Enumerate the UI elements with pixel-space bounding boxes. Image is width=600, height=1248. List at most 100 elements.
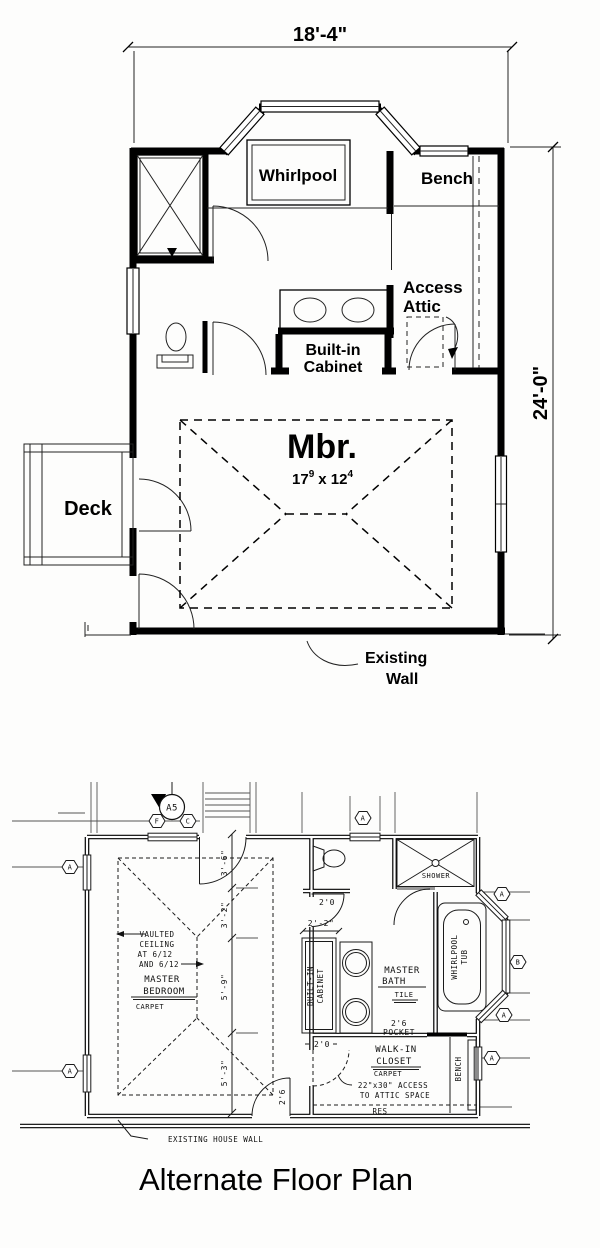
windows <box>82 832 511 1093</box>
attic-note-leader <box>337 1074 353 1086</box>
dim-5-9: 5'-9" <box>220 974 229 1001</box>
walk-in-closet-label-1: WALK-IN <box>375 1045 416 1055</box>
doors <box>138 205 456 630</box>
shower-stall <box>136 154 204 257</box>
shower-label: SHOWER <box>422 872 451 880</box>
window-tags <box>61 811 527 1078</box>
whirlpool-label: Whirlpool <box>259 166 337 185</box>
closet-underline <box>371 1066 421 1070</box>
access-attic-label-1: Access <box>403 278 463 297</box>
dim-3-6: 3'-6" <box>220 850 229 877</box>
deck <box>23 443 134 566</box>
tag-a: A <box>500 891 505 899</box>
walk-in-closet-floor: CARPET <box>374 1070 403 1078</box>
attic-hatch <box>406 316 459 368</box>
master-bedroom-label-2: BEDROOM <box>143 987 185 997</box>
master-bath-label-1: MASTER <box>384 966 420 976</box>
walk-in-closet-label-2: CLOSET <box>376 1057 412 1067</box>
size-a: 17 <box>292 471 309 488</box>
built-in-cabinet-label-2: Cabinet <box>304 359 363 376</box>
height-dimension: 24'-0" <box>509 141 561 645</box>
existing-wall-label-2: Wall <box>386 671 418 688</box>
pocket-door-size: 2'6 <box>391 1019 407 1028</box>
bench-room <box>391 156 499 368</box>
existing-wall-label-1: Existing <box>365 650 427 667</box>
dim-3-2: 3'-2" <box>220 902 229 929</box>
vaulted-note-3: AT 6/12 <box>137 950 172 959</box>
section-marker-label: A5 <box>166 804 178 814</box>
res-label: RES <box>372 1107 387 1116</box>
vanity <box>339 941 373 1034</box>
lower-floor-plan: EXISTING HOUSE WALL A5 F C A A A A B A A <box>12 782 530 1144</box>
bench-seat <box>449 1037 477 1113</box>
width-dimension-label: 18'-4" <box>293 24 347 46</box>
height-dimension-label: 24'-0" <box>530 366 552 420</box>
existing-wall-leader <box>306 640 359 666</box>
bay-window-center <box>260 100 380 113</box>
master-bedroom-label-1: MASTER <box>144 975 180 985</box>
built-in-cabinet-label-1: Built-in <box>305 342 360 359</box>
width-dimension: 18'-4" <box>122 24 518 143</box>
attic-note-2: TO ATTIC SPACE <box>360 1091 430 1100</box>
bench-label: BENCH <box>454 1056 463 1081</box>
tag-a: A <box>361 815 366 823</box>
deck-label: Deck <box>64 498 113 520</box>
master-bedroom-name: Mbr. <box>287 428 357 466</box>
plan-title: Alternate Floor Plan <box>139 1162 413 1197</box>
dim-2-2 <box>299 927 343 935</box>
built-in-label-2: CABINET <box>316 968 325 1003</box>
toilet <box>156 322 194 369</box>
bedroom-window <box>494 455 508 553</box>
dim-2-2-label: 2'-2" <box>308 919 335 928</box>
bedroom-door-size: 2'6 <box>278 1089 287 1105</box>
tag-a: A <box>68 1068 73 1076</box>
vanity <box>279 289 389 331</box>
tag-f: F <box>155 818 160 826</box>
vaulted-ceiling-lines <box>117 857 274 1096</box>
master-bedroom-floor: CARPET <box>136 1003 165 1011</box>
vaulted-note-4: AND 6/12 <box>139 960 179 969</box>
tag-a: A <box>68 864 73 872</box>
whirlpool-tub-label-2: TUB <box>460 949 469 964</box>
toilet <box>312 845 346 872</box>
whirlpool-tub-label-1: WHIRLPOOL <box>450 934 459 979</box>
pocket-door-word: POCKET <box>383 1028 415 1037</box>
toilet-door-size: 2'0 <box>319 898 335 907</box>
vaulted-note-1: VAULTED <box>139 930 174 939</box>
access-attic-label-2: Attic <box>403 297 441 316</box>
bench-label: Bench <box>421 169 473 188</box>
whirlpool-tub <box>207 139 388 209</box>
master-bath-floor: TILE <box>395 991 414 999</box>
shower <box>396 839 475 890</box>
upper-floor-plan: 18'-4" 24'-0" <box>23 24 561 688</box>
closet-door-size: 2'0 <box>314 1040 330 1049</box>
grid-lines <box>12 782 530 1108</box>
master-bath-label-2: BATH <box>382 977 406 987</box>
built-in-cabinet <box>301 937 337 1034</box>
vaulted-ceiling-lines <box>179 419 453 609</box>
size-a-sup: 9 <box>309 469 315 480</box>
closet-window <box>419 145 469 157</box>
bedroom-underline <box>131 996 197 1000</box>
tag-a: A <box>502 1012 507 1020</box>
tag-a: A <box>490 1055 495 1063</box>
vaulted-note-arrows <box>116 931 204 967</box>
built-in-label-1: BUILT-IN <box>306 966 315 1006</box>
tag-b: B <box>516 959 521 967</box>
tag-c: C <box>186 818 191 826</box>
section-marker <box>151 782 186 821</box>
existing-house-wall <box>20 1119 530 1140</box>
size-b-sup: 4 <box>347 469 353 480</box>
existing-house-wall-label: EXISTING HOUSE WALL <box>168 1135 263 1144</box>
bath-window <box>126 267 140 335</box>
size-b: x 12 <box>318 471 347 488</box>
bay-window-right <box>375 106 421 156</box>
attic-note-1: 22"x30" ACCESS <box>358 1081 428 1090</box>
vaulted-note-2: CEILING <box>139 940 174 949</box>
bay-window-left <box>219 106 265 156</box>
dim-5-3: 5'-3" <box>220 1060 229 1087</box>
tile-underline <box>392 999 418 1003</box>
dimension-chain <box>227 829 258 1118</box>
